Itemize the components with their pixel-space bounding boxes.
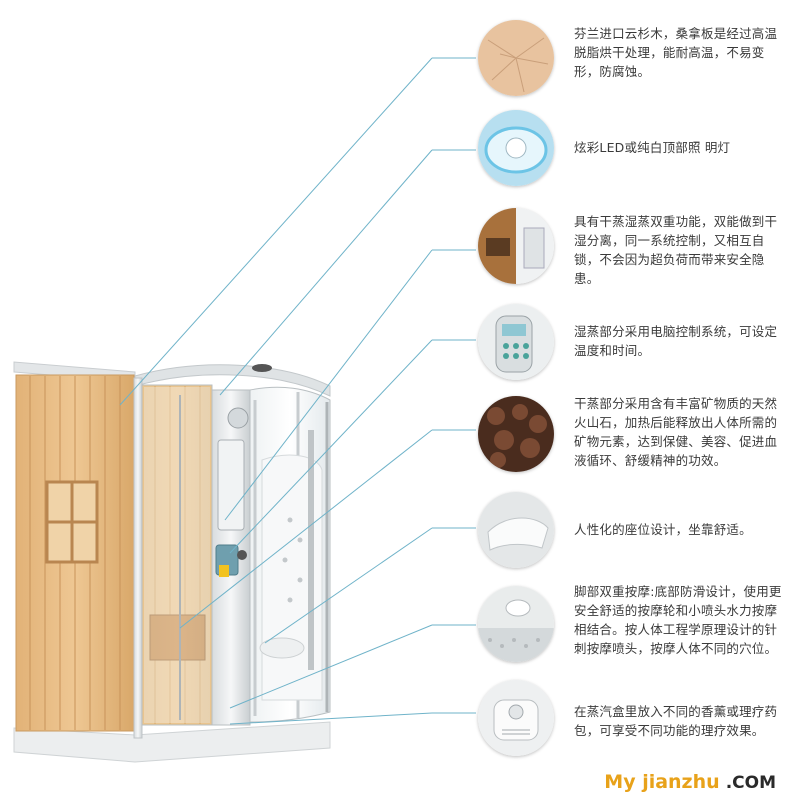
feature-text: 人性化的座位设计，坐靠舒适。 — [574, 522, 752, 537]
volcanic-stone-thumbnail — [478, 396, 554, 472]
wood-board-thumbnail — [478, 20, 554, 96]
feature-text: 在蒸汽盒里放入不同的香薰或理疗药包，可享受不同功能的理疗效果。 — [574, 704, 778, 738]
feature-text: 芬兰进口云杉木，桑拿板是经过高温脱脂烘干处理，能耐高温，不易变形，防腐蚀。 — [574, 26, 778, 79]
site-watermark: My jianzhu.COM — [604, 771, 776, 793]
watermark-suffix: .COM — [725, 773, 776, 793]
feature-text: 具有干蒸湿蒸双重功能，双能做到干湿分离，同一系统控制，又相互自锁，不会因为超负荷… — [574, 214, 778, 286]
ceiling-light-thumbnail — [478, 110, 554, 186]
feature-text: 干蒸部分采用含有丰富矿物质的天然火山石，加热后能释放出人体所需的矿物元素，达到保… — [574, 396, 778, 468]
foot-massage-thumbnail — [478, 586, 554, 662]
control-panel-thumbnail — [478, 304, 554, 380]
steam-sauna-cabin-illustration — [13, 361, 331, 763]
feature-text: 炫彩LED或纯白顶部照 明灯 — [574, 140, 731, 155]
seat-thumbnail — [478, 492, 554, 568]
feature-text: 湿蒸部分采用电脑控制系统，可设定温度和时间。 — [574, 324, 778, 358]
watermark-main: My jianzhu — [604, 771, 720, 793]
feature-text: 脚部双重按摩:底部防滑设计，使用更安全舒适的按摩轮和小喷头水力按摩相结合。按人体… — [574, 584, 782, 656]
dual-steam-thumbnail — [478, 208, 554, 284]
steam-box-thumbnail — [478, 680, 554, 756]
